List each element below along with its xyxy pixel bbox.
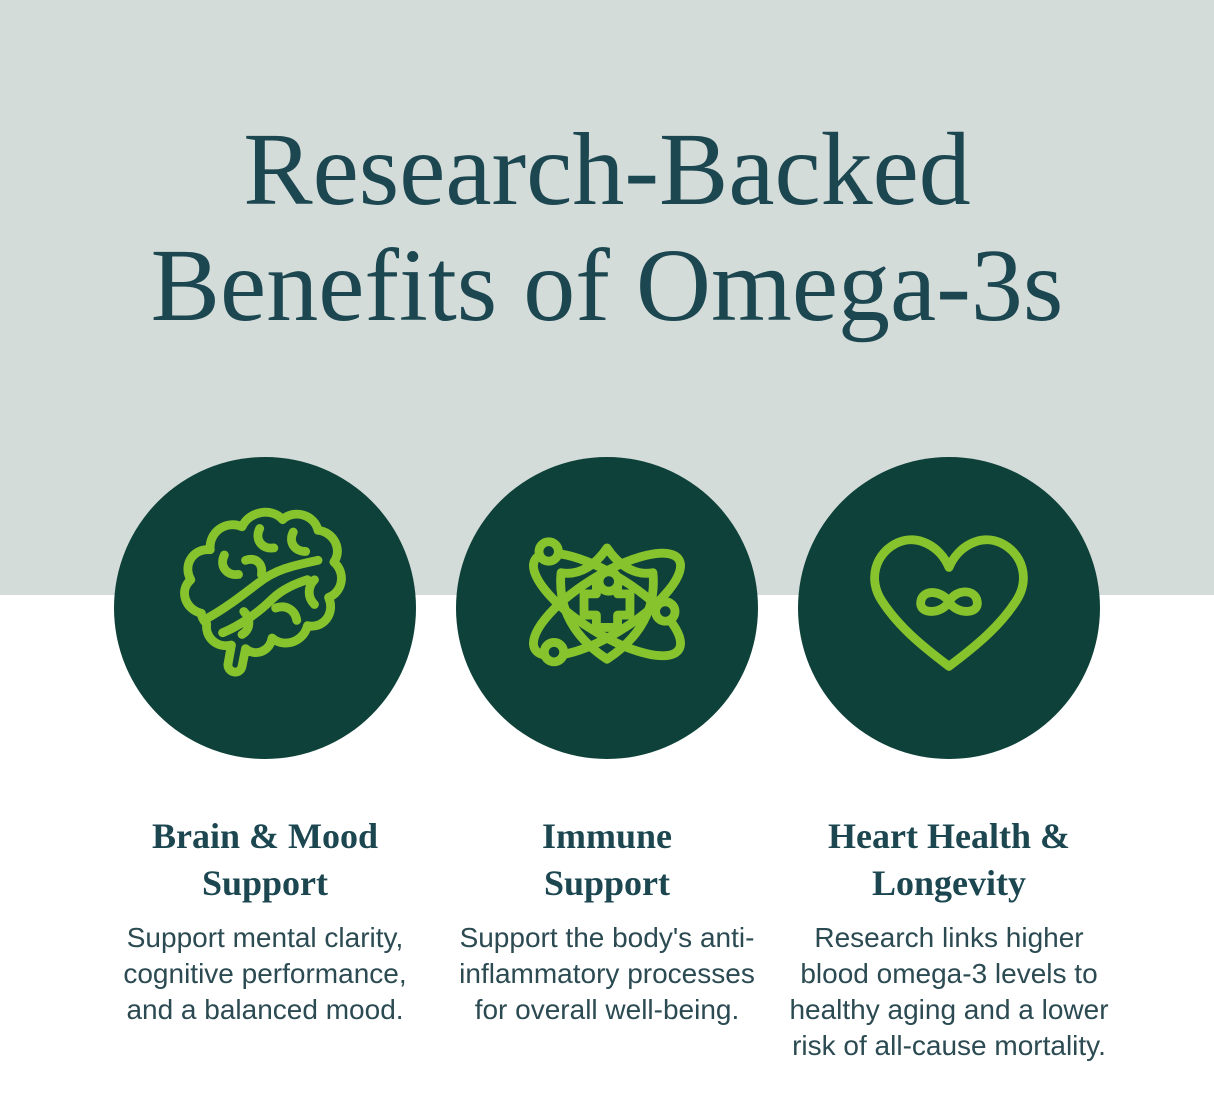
page-title: Research-Backed Benefits of Omega-3s — [0, 112, 1214, 344]
benefits-row: Brain & Mood Support Support mental clar… — [0, 457, 1214, 1064]
benefit-card-heart-longevity: Heart Health & Longevity Research links … — [778, 457, 1120, 1064]
page-title-line2: Benefits of Omega-3s — [150, 228, 1064, 343]
benefit-heading: Immune Support — [542, 813, 672, 907]
benefit-heading-line1: Immune — [541, 816, 672, 856]
benefit-description: Support mental clarity, cognitive perfor… — [123, 922, 407, 1025]
benefit-heading-line1: Heart Health & — [828, 816, 1070, 856]
benefit-heading: Brain & Mood Support — [152, 813, 378, 907]
benefit-heading-line2: Support — [543, 863, 671, 903]
heart-infinity-icon — [843, 502, 1055, 714]
benefit-heading: Heart Health & Longevity — [828, 813, 1070, 907]
icon-circle — [114, 457, 416, 759]
benefit-heading-line2: Support — [201, 863, 329, 903]
benefit-card-brain-mood: Brain & Mood Support Support mental clar… — [94, 457, 436, 1064]
benefit-heading-line2: Longevity — [871, 863, 1026, 903]
benefit-description: Support the body's anti-inflammatory pro… — [459, 922, 755, 1025]
icon-circle — [798, 457, 1100, 759]
page-title-line1: Research-Backed — [243, 112, 971, 227]
benefit-description: Research links higher blood omega-3 leve… — [789, 922, 1109, 1061]
brain-icon — [159, 502, 371, 714]
icon-circle — [456, 457, 758, 759]
benefit-heading-line1: Brain & Mood — [151, 816, 378, 856]
immune-atom-shield-icon — [501, 502, 713, 714]
benefit-card-immune: Immune Support Support the body's anti-i… — [436, 457, 778, 1064]
